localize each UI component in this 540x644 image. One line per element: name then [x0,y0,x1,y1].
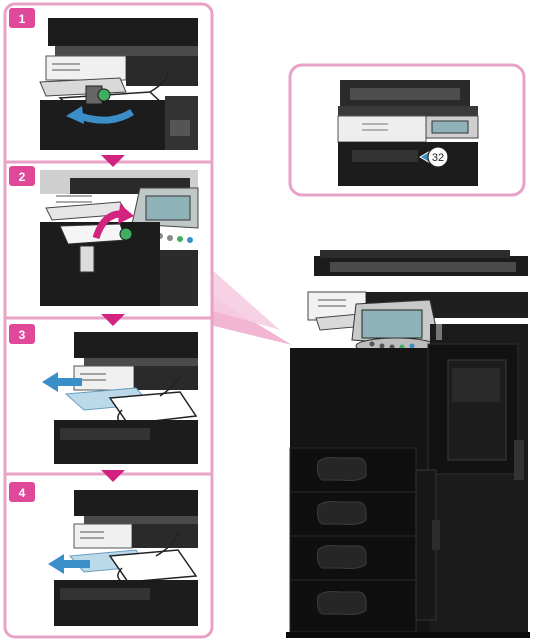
callout-number-circle [427,146,449,168]
step-3-illustration: 3 [9,324,198,464]
step-1-illustration: 1 [9,8,198,150]
step-3-badge [9,324,35,344]
step-arrow-3 [101,470,125,482]
step-3-number: 3 [19,328,26,342]
step-arrow-2 [101,314,125,326]
step-2-illustration: 2 [9,166,199,308]
step-4-number: 4 [19,486,26,500]
insert-paper-arrow [62,560,90,568]
step-4-illustration: 4 [9,482,198,626]
main-machine [286,250,530,638]
step-2-badge [9,166,35,186]
step-arrow-1 [101,155,125,167]
step-1-number: 1 [19,12,26,26]
callout-number: 32 [432,152,444,164]
callout-panel: 32 [288,63,526,197]
step-2-number: 2 [19,170,26,184]
step-4-badge [9,482,35,502]
connector-wedge-2 [210,268,280,330]
step-1-badge [9,8,35,28]
pull-paper-arrow [56,378,82,386]
close-tray-arrow [78,108,134,124]
